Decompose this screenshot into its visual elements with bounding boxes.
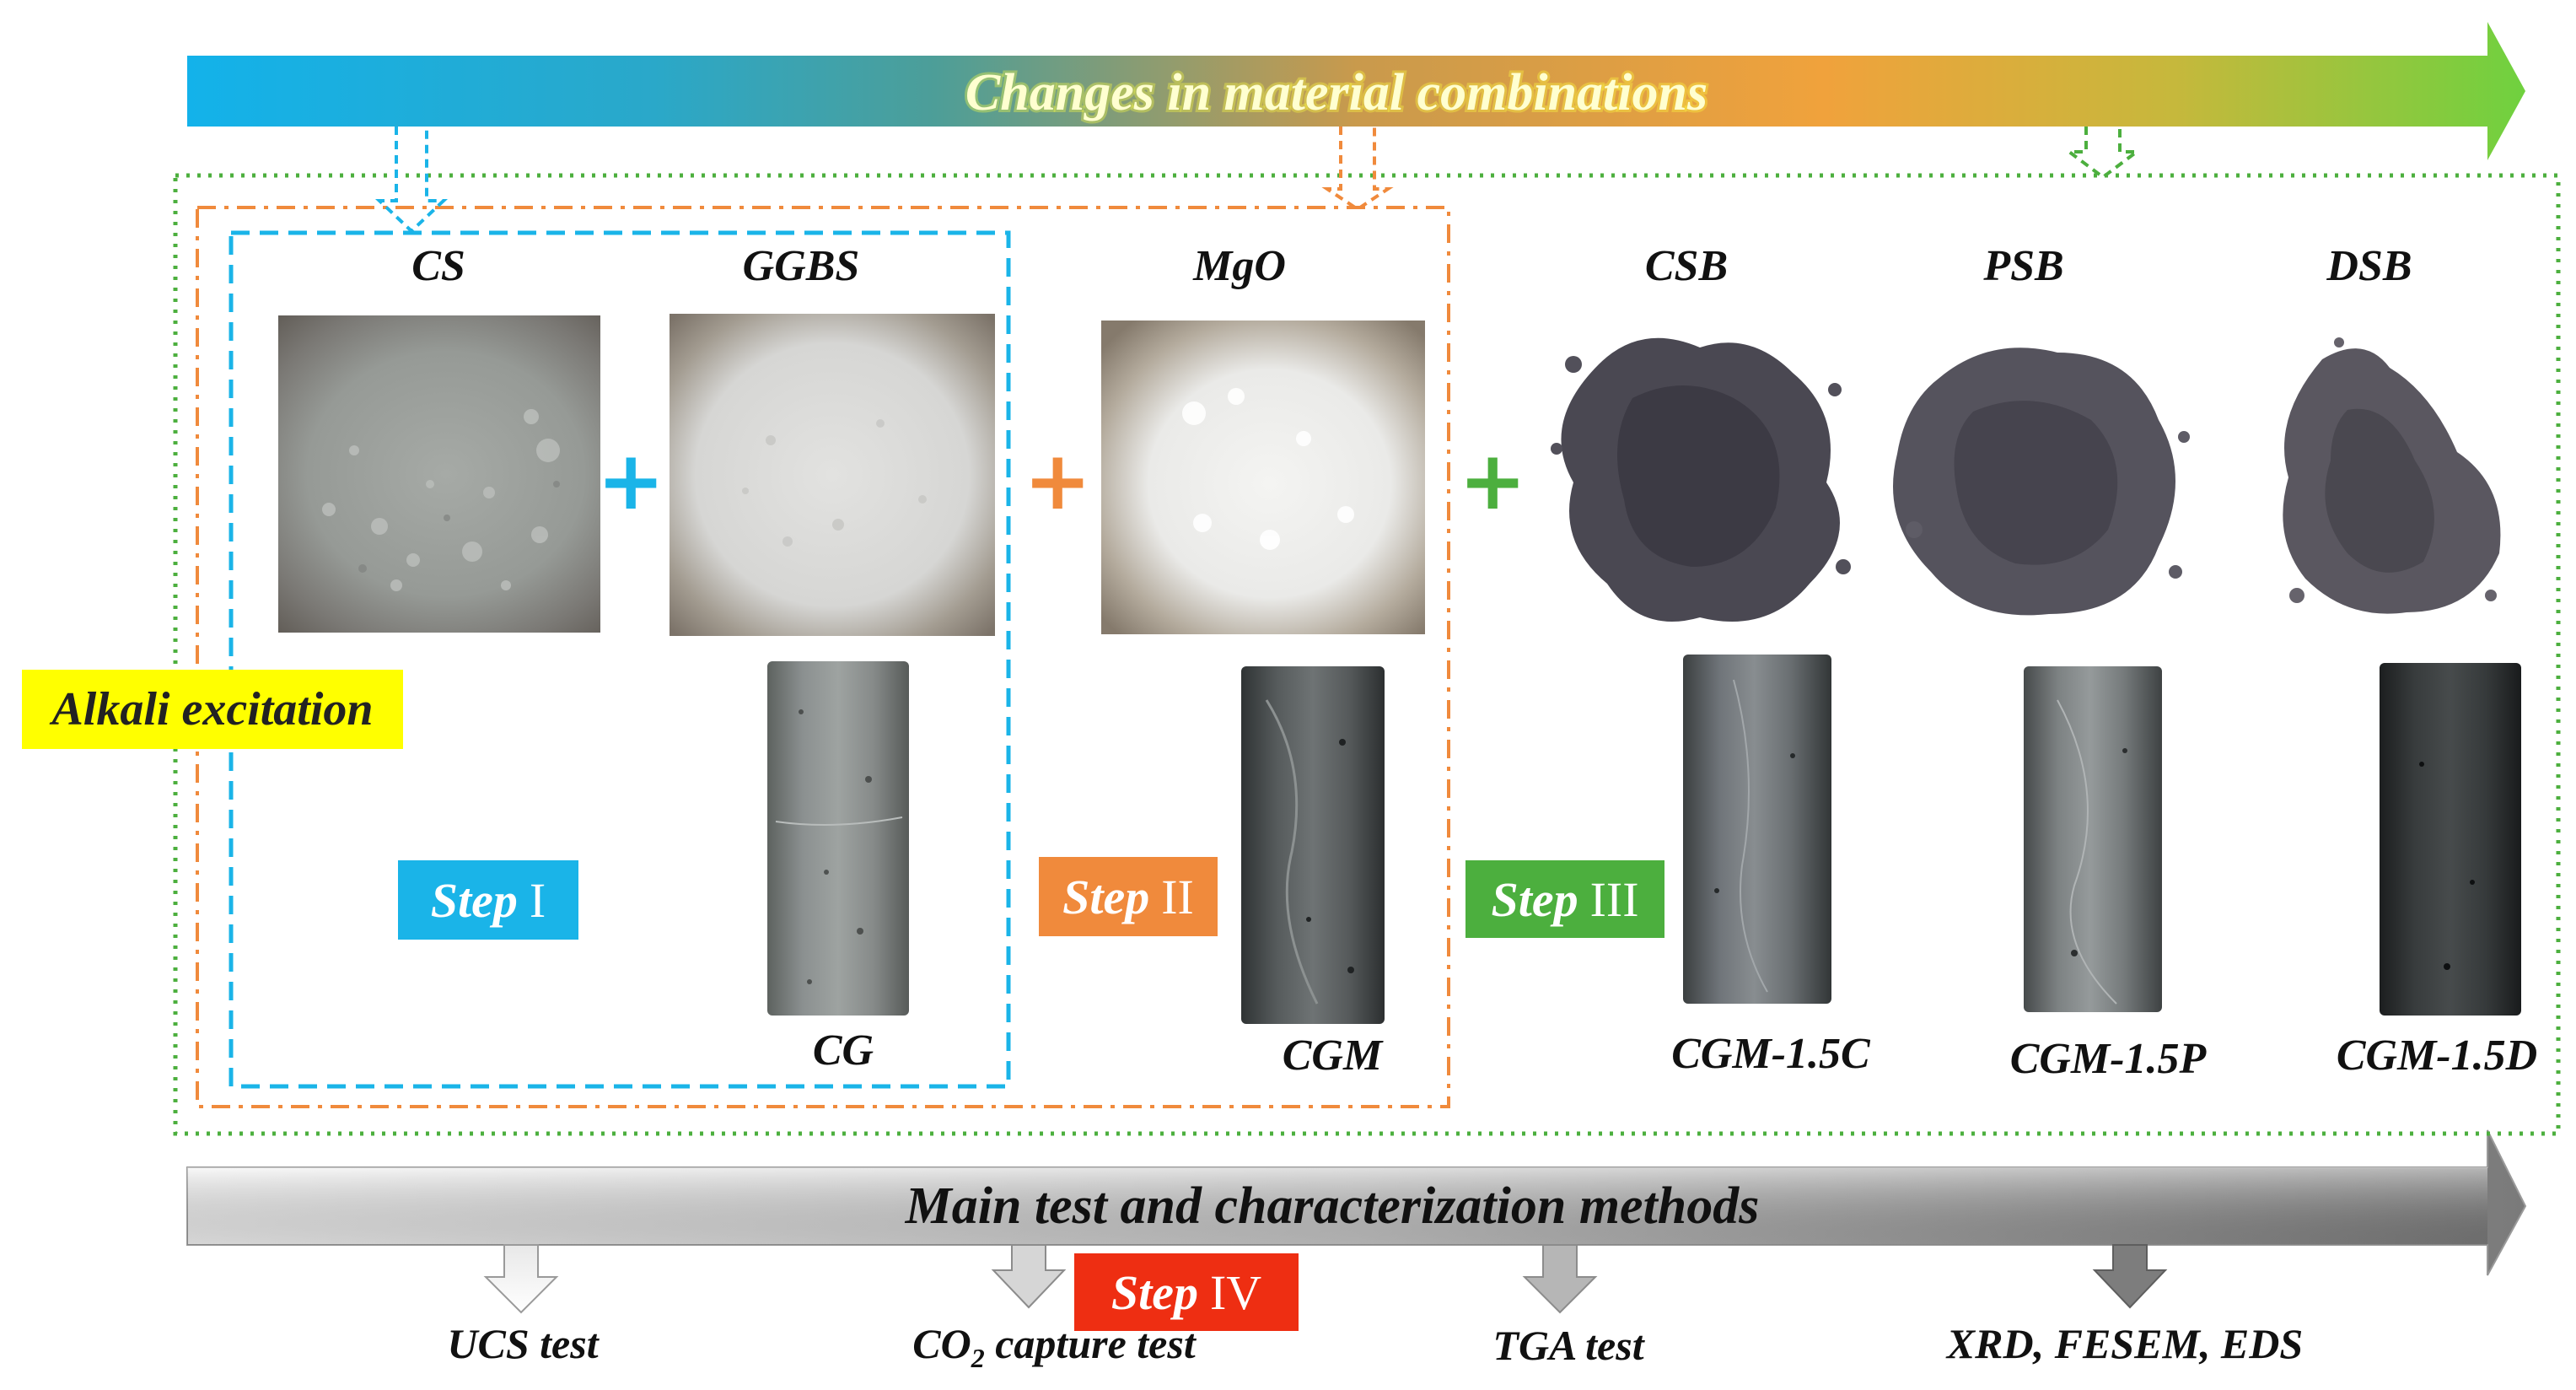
cg-specimen-photo: [767, 661, 909, 1016]
cgm-specimen-photo: [1241, 666, 1385, 1024]
material-label-ggbs: GGBS: [742, 242, 860, 290]
step-ii-frame: [196, 206, 1450, 1108]
ucs-down-arrow: [483, 1244, 559, 1314]
method-co2-sub: 2: [971, 1343, 985, 1373]
material-label-csb: CSB: [1644, 242, 1729, 290]
step-iv-word: Step: [1111, 1264, 1198, 1320]
xrd-down-arrow: [2092, 1244, 2168, 1309]
tga-down-arrow: [1522, 1244, 1598, 1314]
co2-down-arrow: [991, 1244, 1067, 1309]
orange-down-arrow: [1321, 127, 1394, 212]
specimen-label-cgm: CGM: [1282, 1032, 1383, 1080]
psb-powder-photo: [1863, 319, 2201, 639]
cgm-1.5p-specimen-photo: [2024, 666, 2162, 1012]
cs-powder-photo: [278, 315, 600, 633]
method-ucs: UCS test: [447, 1320, 599, 1367]
csb-powder-photo: [1540, 314, 1860, 643]
method-tga: TGA test: [1492, 1322, 1644, 1369]
dsb-powder-photo: [2221, 317, 2541, 641]
top-gradient-arrow: [187, 22, 2525, 160]
step-ii-numeral: II: [1161, 869, 1194, 924]
top-arrow-label: Changes in material combinations: [965, 64, 1707, 121]
plus-icon-blue: +: [597, 434, 665, 528]
cgm-1.5d-specimen-photo: [2380, 663, 2521, 1016]
step-iv-numeral: IV: [1209, 1264, 1262, 1320]
cgm-1.5c-specimen-photo: [1683, 655, 1831, 1004]
material-label-cs: CS: [411, 242, 465, 290]
step-iii-box: Step III: [1465, 860, 1664, 938]
green-down-arrow: [2064, 127, 2142, 180]
ggbs-powder-photo: [670, 314, 995, 636]
material-label-mgo: MgO: [1193, 242, 1286, 290]
plus-icon-orange: +: [1024, 434, 1092, 528]
step-iii-word: Step: [1491, 871, 1578, 927]
step-i-frame: [229, 230, 1011, 1089]
specimen-label-cgm-1.5c: CGM-1.5C: [1671, 1030, 1870, 1078]
method-co2: CO2 capture test: [860, 1319, 1248, 1374]
step-iii-numeral: III: [1589, 871, 1639, 927]
step-i-word: Step: [430, 872, 518, 928]
step-i-numeral: I: [529, 872, 546, 928]
step-ii-word: Step: [1062, 869, 1150, 924]
step-iii-frame: [173, 173, 2561, 1136]
method-xrd-fesem-eds: XRD, FESEM, EDS: [1946, 1320, 2304, 1367]
mgo-powder-photo: [1101, 321, 1425, 634]
material-label-psb: PSB: [1983, 242, 2064, 290]
bottom-arrow-label: Main test and characterization methods: [905, 1177, 1760, 1235]
specimen-label-cgm-1.5p: CGM-1.5P: [2009, 1035, 2207, 1083]
plus-icon-green: +: [1459, 434, 1527, 528]
step-ii-box: Step II: [1039, 857, 1218, 936]
specimen-label-cg: CG: [812, 1026, 874, 1075]
method-co2-suffix: capture test: [984, 1320, 1196, 1367]
blue-down-arrow: [374, 127, 449, 234]
alkali-excitation-label: Alkali excitation: [22, 670, 403, 749]
specimen-label-cgm-1.5d: CGM-1.5D: [2336, 1032, 2538, 1080]
step-i-box: Step I: [398, 860, 578, 940]
alkali-excitation-text: Alkali excitation: [51, 683, 374, 735]
step-iv-box: Step IV: [1074, 1253, 1299, 1331]
material-label-dsb: DSB: [2326, 242, 2412, 290]
method-co2-prefix: CO: [912, 1320, 971, 1367]
